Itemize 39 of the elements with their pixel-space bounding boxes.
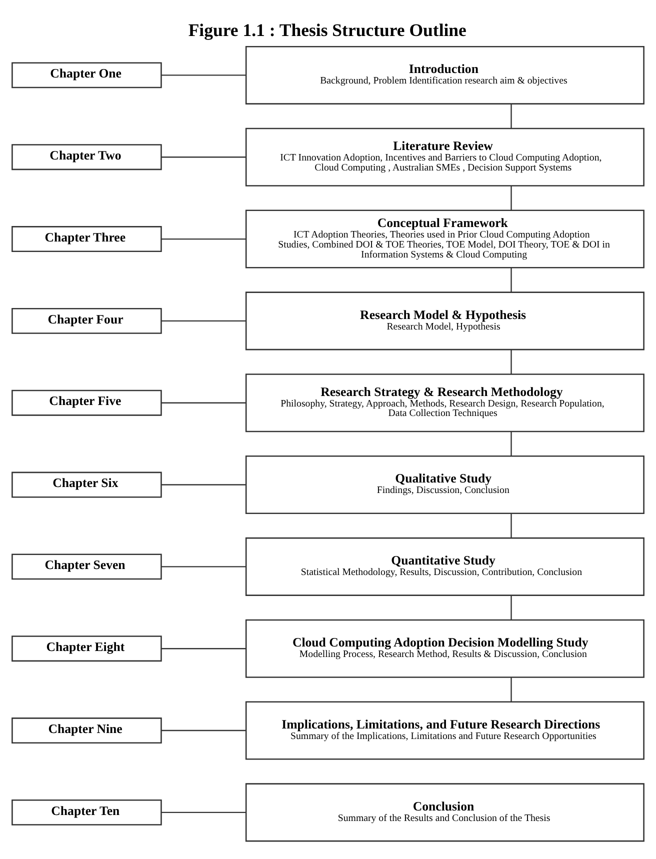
node-box: Chapter Six <box>12 471 162 498</box>
connector <box>161 484 246 485</box>
node-box: Qualitative Study Findings, Discussion, Conclusion <box>245 455 644 514</box>
node-box: Introduction Background, Problem Identification research aim & objectives <box>245 45 644 104</box>
node-box: Chapter Ten <box>12 798 162 825</box>
node-box: Chapter Four <box>12 307 162 334</box>
connector <box>510 431 512 456</box>
node-box: Quantitative Study Statistical Methodology, Results, Discussion, Contribution, Conclusion <box>245 536 644 596</box>
node-box: Implications, Limitations, and Future Research Directions Summary of the Implications, Limitations and Future Research Opportunities <box>245 700 644 760</box>
node-box: Research Model & Hypothesis Research Model, Hypothesis <box>245 291 644 350</box>
connector <box>510 267 512 292</box>
node-box: Literature Review ICT Innovation Adoption, Incentives and Barriers to Cloud Computing Adoption, Cloud Computing , Australian SMEs , Decision Support Systems <box>245 127 644 186</box>
node-box: Chapter Three <box>12 226 162 252</box>
node-box: Research Strategy & Research Methodology Philosophy, Strategy, Approach, Methods, Research Design, Research Population, Data Collection Techniques <box>245 373 644 432</box>
connector <box>161 74 246 76</box>
connector <box>510 676 512 702</box>
node-box: Conceptual Framework ICT Adoption Theories, Theories used in Prior Cloud Computing Adoption Studies, Combined DOI & TOE Theories, TOE Model, DOI Theory, TOE & DOI in Information Systems & Cloud Computing <box>245 209 644 268</box>
connector <box>161 566 246 567</box>
connector <box>510 594 512 620</box>
connector <box>510 185 512 210</box>
connector <box>510 349 512 374</box>
node-box: Chapter Eight <box>12 635 162 662</box>
connector <box>161 648 246 649</box>
diagram-title: Figure 1.1 : Thesis Structure Outline <box>188 20 466 40</box>
node-box: Chapter Seven <box>12 553 162 580</box>
connector <box>161 811 246 813</box>
connector <box>510 512 512 538</box>
node-box: Cloud Computing Adoption Decision Modelling Study Modelling Process, Research Method, Results & Discussion, Conclusion <box>245 618 644 678</box>
connector <box>161 402 246 403</box>
node-box: Conclusion Summary of the Results and Conclusion of the Thesis <box>245 782 644 842</box>
node-box: Chapter Nine <box>12 717 162 743</box>
connector <box>510 103 512 128</box>
connector <box>161 320 246 322</box>
node-box: Chapter Five <box>12 389 162 416</box>
connector <box>161 729 246 731</box>
connector <box>161 156 246 158</box>
node-box: Chapter One <box>12 62 162 88</box>
node-box: Chapter Two <box>12 144 162 170</box>
connector <box>161 238 246 240</box>
